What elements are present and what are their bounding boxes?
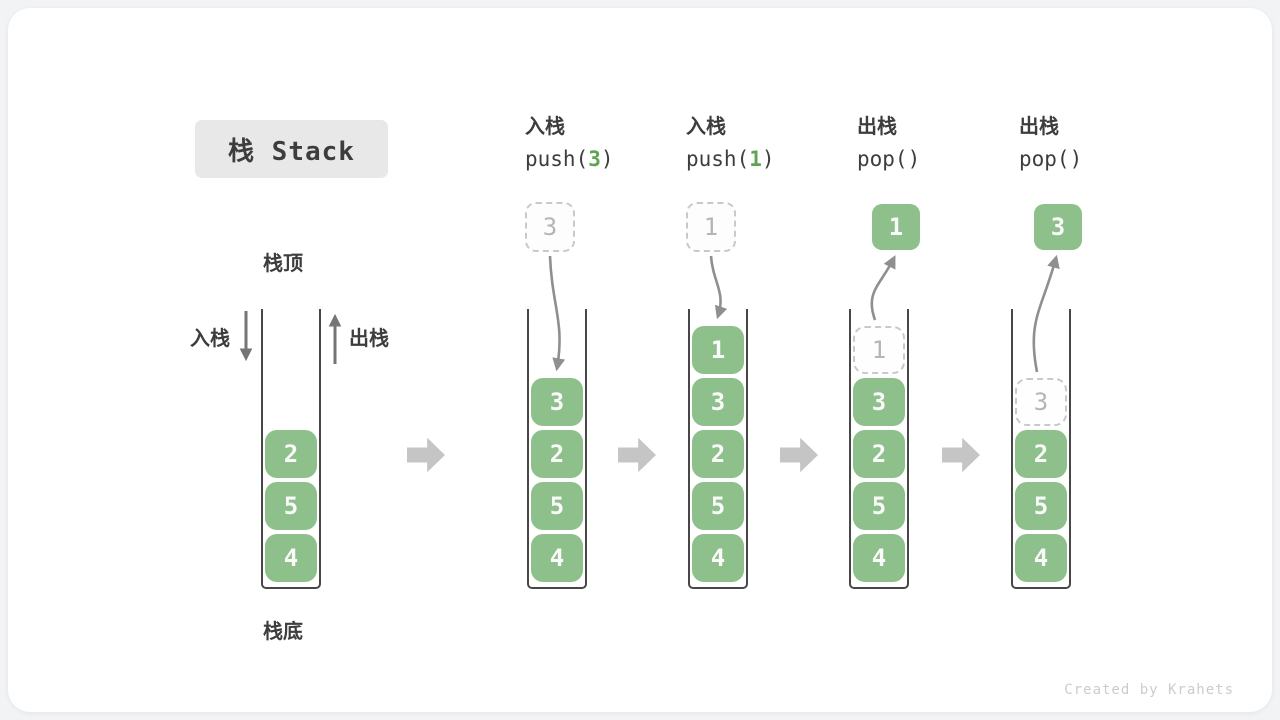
stack-item-5: 5 bbox=[265, 482, 317, 530]
credit-text: Created by Krahets bbox=[1064, 682, 1234, 698]
stack-item-2: 2 bbox=[853, 430, 905, 478]
operation-label-pop-3: 出栈 pop() bbox=[1019, 114, 1159, 171]
stack-item-5: 5 bbox=[531, 482, 583, 530]
stack-item-2: 2 bbox=[531, 430, 583, 478]
stack-item-4: 4 bbox=[692, 534, 744, 582]
stack-item-3: 3 bbox=[853, 378, 905, 426]
operation-code: push(3) bbox=[525, 147, 614, 171]
title-badge: 栈 Stack bbox=[195, 120, 388, 178]
next-step-arrow-icon bbox=[407, 437, 445, 473]
operation-label-push-1: 入栈 push(1) bbox=[686, 114, 826, 171]
push-arrow-icon bbox=[709, 255, 728, 320]
operation-code: pop() bbox=[857, 147, 921, 171]
operation-code: pop() bbox=[1019, 147, 1083, 171]
incoming-element-3: 3 bbox=[525, 202, 575, 252]
pop-direction-label: 出栈 bbox=[349, 328, 389, 350]
stack-container-pop-1 bbox=[849, 309, 909, 589]
push-direction-label: 入栈 bbox=[190, 328, 230, 350]
stack-container-push-3 bbox=[527, 309, 587, 589]
stack-item-5: 5 bbox=[853, 482, 905, 530]
next-step-arrow-icon bbox=[780, 437, 818, 473]
stack-item-4: 4 bbox=[531, 534, 583, 582]
operation-code: push(1) bbox=[686, 147, 775, 171]
operation-label-push-3: 入栈 push(3) bbox=[525, 114, 665, 171]
stack-bottom-label: 栈底 bbox=[263, 621, 303, 643]
stack-top-label: 栈顶 bbox=[263, 253, 303, 275]
stack-slot-ghost-1: 1 bbox=[853, 326, 905, 374]
stack-container-initial bbox=[261, 309, 321, 589]
popped-element-3: 3 bbox=[1034, 204, 1082, 250]
incoming-element-1: 1 bbox=[686, 202, 736, 252]
stack-item-4: 4 bbox=[853, 534, 905, 582]
stack-item-4: 4 bbox=[265, 534, 317, 582]
stack-item-3: 3 bbox=[692, 378, 744, 426]
stack-item-2: 2 bbox=[265, 430, 317, 478]
operation-action: 入栈 bbox=[525, 116, 565, 138]
operation-arg: 3 bbox=[588, 147, 601, 171]
stack-slot-ghost-3: 3 bbox=[1015, 378, 1067, 426]
next-step-arrow-icon bbox=[618, 437, 656, 473]
stack-container-push-1 bbox=[688, 309, 748, 589]
stack-item-3: 3 bbox=[531, 378, 583, 426]
operation-action: 出栈 bbox=[1019, 116, 1059, 138]
popped-element-1: 1 bbox=[872, 204, 920, 250]
stack-item-1: 1 bbox=[692, 326, 744, 374]
next-step-arrow-icon bbox=[942, 437, 980, 473]
stack-item-2: 2 bbox=[1015, 430, 1067, 478]
stack-item-5: 5 bbox=[1015, 482, 1067, 530]
stack-item-4: 4 bbox=[1015, 534, 1067, 582]
stack-item-5: 5 bbox=[692, 482, 744, 530]
operation-arg: 1 bbox=[749, 147, 762, 171]
operation-label-pop-1: 出栈 pop() bbox=[857, 114, 997, 171]
operation-action: 出栈 bbox=[857, 116, 897, 138]
stack-container-pop-3 bbox=[1011, 309, 1071, 589]
operation-action: 入栈 bbox=[686, 116, 726, 138]
stack-item-2: 2 bbox=[692, 430, 744, 478]
page-title: 栈 Stack bbox=[228, 136, 355, 167]
